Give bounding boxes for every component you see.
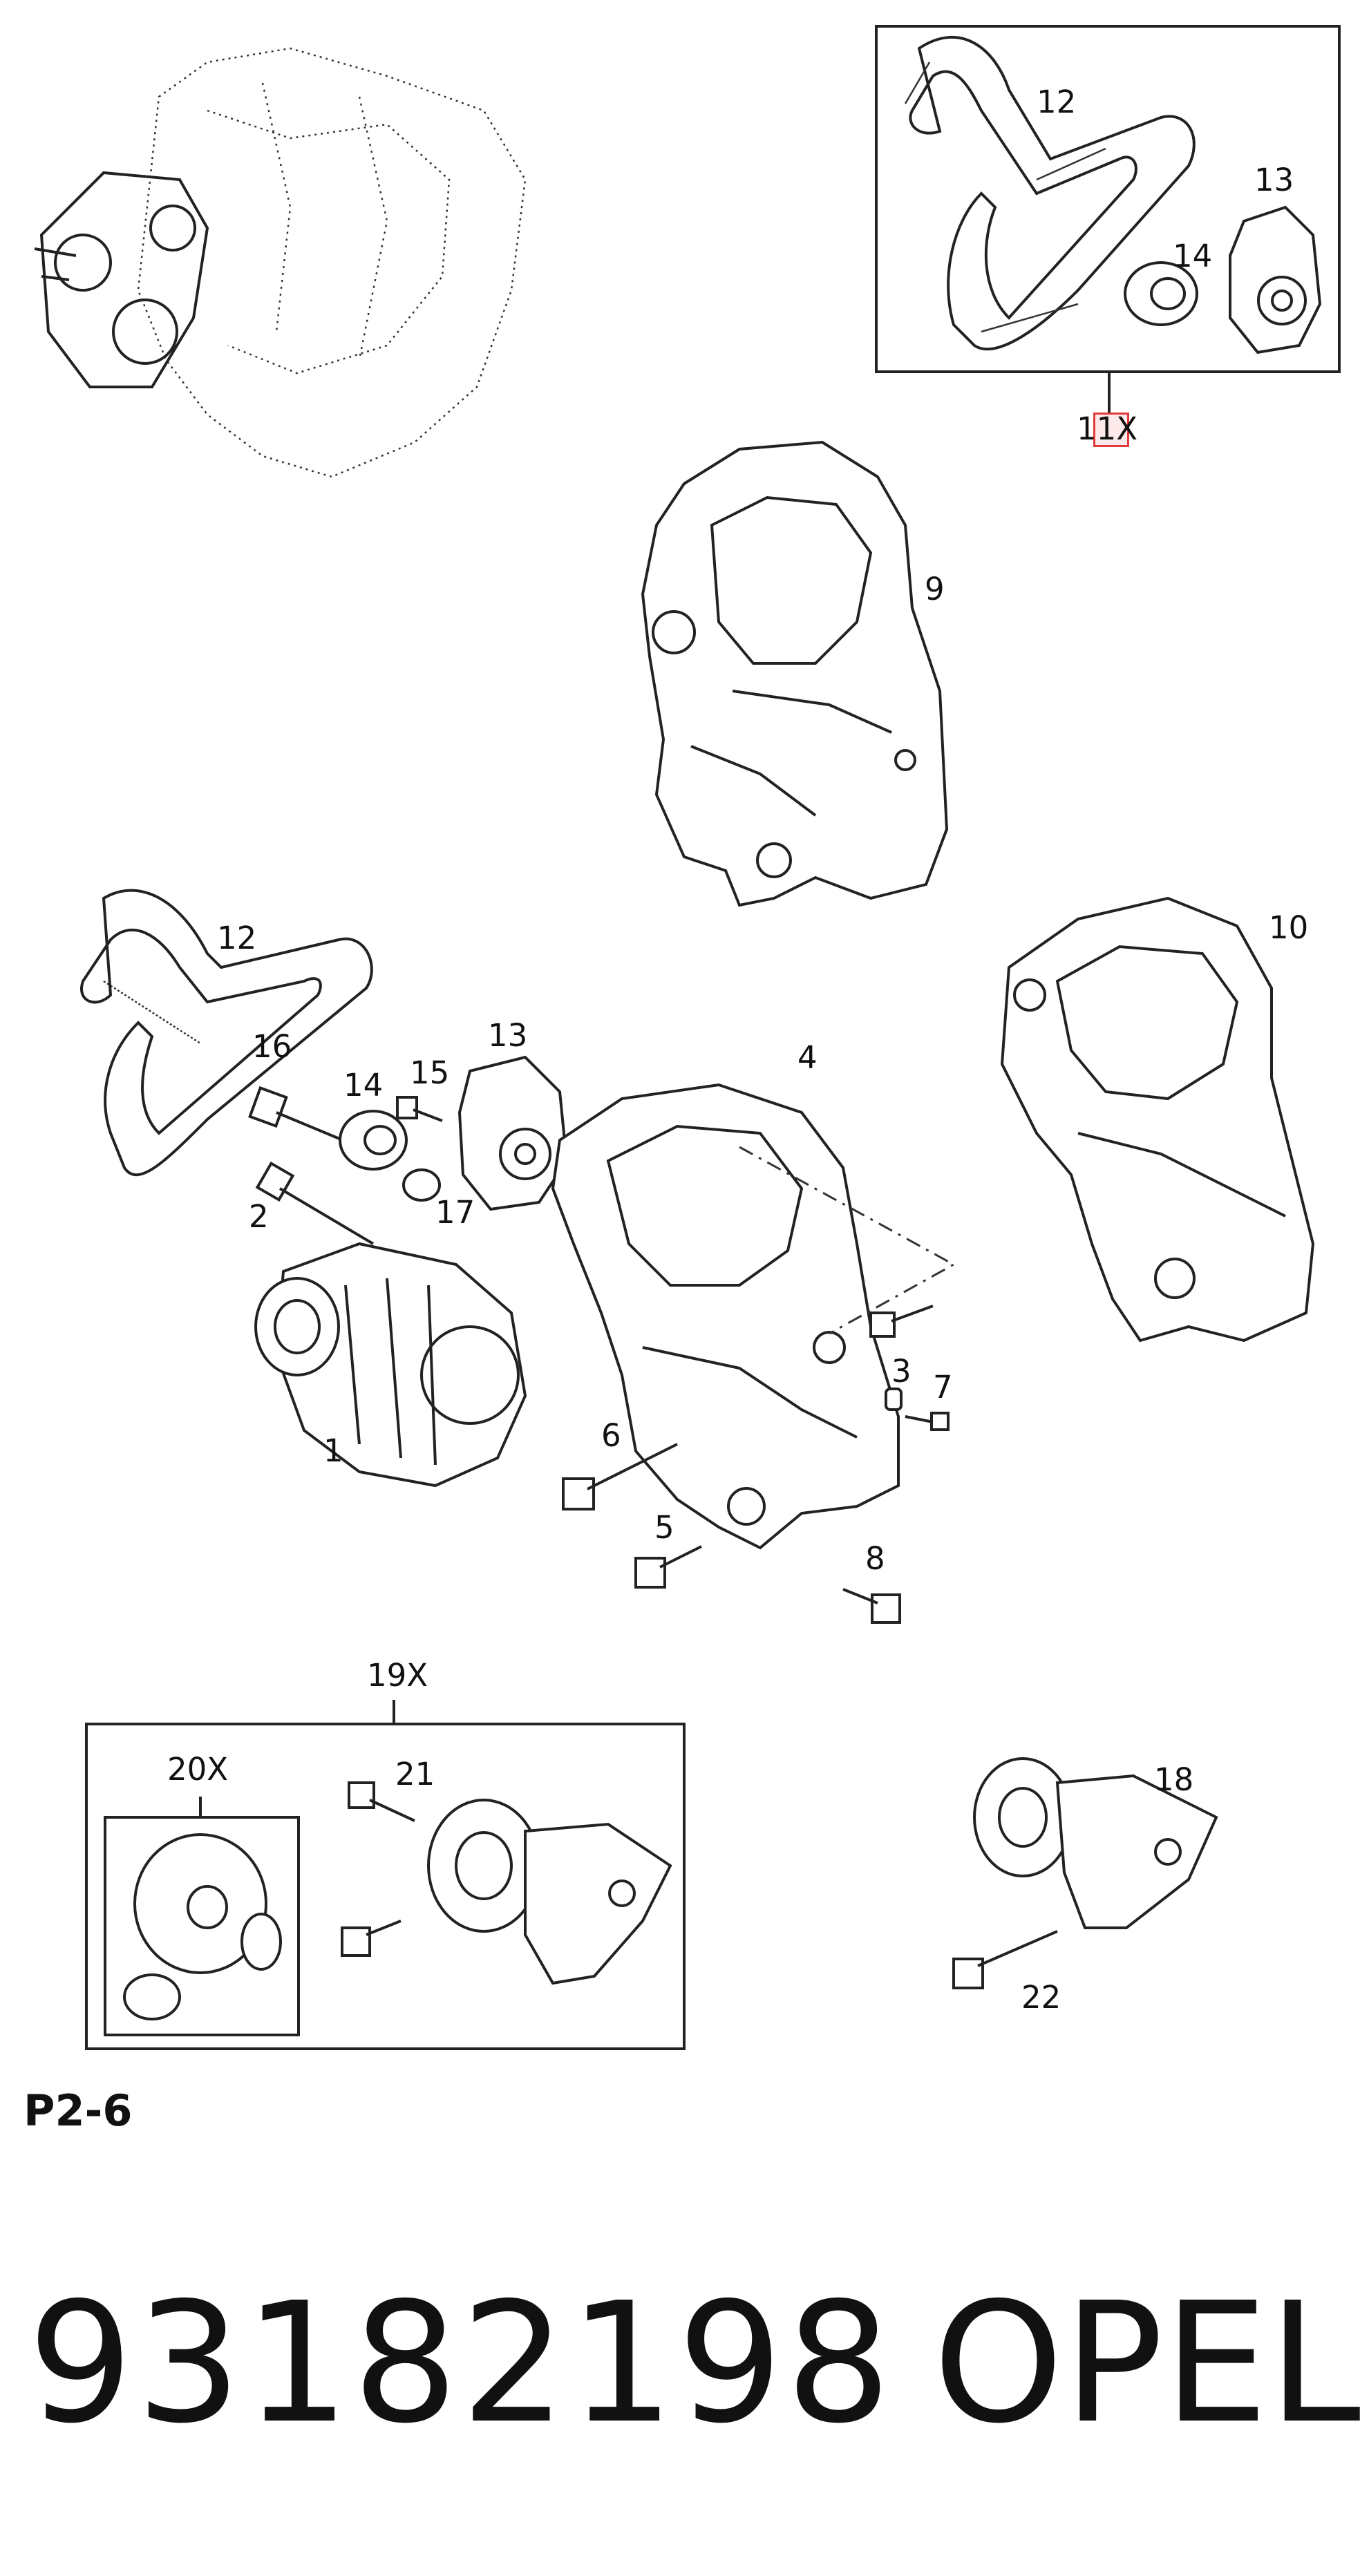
callout-8: 8 bbox=[865, 1540, 885, 1577]
kit-20x-frame bbox=[104, 1797, 300, 2036]
callout-14: 14 bbox=[343, 1067, 384, 1104]
alternator-1 bbox=[254, 1242, 527, 1488]
callout-3: 3 bbox=[891, 1353, 912, 1390]
callout-18: 18 bbox=[1154, 1761, 1194, 1798]
callout-17: 17 bbox=[435, 1194, 475, 1231]
bolt-15 bbox=[396, 1096, 443, 1122]
bolt-21 bbox=[348, 1781, 415, 1822]
callout-13-kit: 13 bbox=[1254, 162, 1294, 198]
callout-21: 21 bbox=[395, 1756, 435, 1792]
callout-13: 13 bbox=[488, 1017, 528, 1054]
kit-19x-frame bbox=[85, 1700, 686, 2050]
bracket-9 bbox=[641, 440, 949, 907]
bracket-4 bbox=[551, 1083, 956, 1550]
kit-belt-12 bbox=[904, 35, 1196, 351]
bolt-19-short bbox=[341, 1920, 402, 1957]
callout-6: 6 bbox=[601, 1417, 621, 1454]
page-reference: P2-6 bbox=[23, 2085, 133, 2136]
callout-10: 10 bbox=[1269, 909, 1309, 946]
belt-12 bbox=[80, 889, 373, 1177]
kit-11x-frame bbox=[875, 25, 1341, 415]
callout-5: 5 bbox=[654, 1509, 674, 1546]
bolt-top-right bbox=[869, 1305, 934, 1338]
part-number: 93182198 bbox=[28, 2266, 894, 2460]
bolt-8 bbox=[842, 1588, 901, 1624]
callout-9: 9 bbox=[925, 571, 945, 607]
spacer-17 bbox=[402, 1168, 441, 1202]
pulley-20x bbox=[123, 1833, 282, 2020]
tensioner-13 bbox=[457, 1055, 569, 1211]
brand-name: OPEL bbox=[933, 2266, 1360, 2460]
tensioner-18 bbox=[973, 1757, 1218, 1929]
engine-overview-illustration bbox=[34, 47, 527, 478]
kit-tensioner-13 bbox=[1229, 205, 1322, 354]
callout-2: 2 bbox=[249, 1198, 269, 1235]
callout-1: 1 bbox=[323, 1432, 343, 1469]
bolt-7 bbox=[905, 1412, 950, 1431]
callout-7: 7 bbox=[933, 1369, 953, 1405]
callout-4: 4 bbox=[797, 1039, 818, 1076]
kit-idler-14 bbox=[1124, 261, 1198, 326]
callout-12-kit: 12 bbox=[1037, 84, 1077, 120]
callout-11x: 11X bbox=[1077, 410, 1138, 447]
idler-14 bbox=[339, 1110, 408, 1171]
bolt-6 bbox=[562, 1443, 678, 1510]
callout-20x: 20X bbox=[167, 1751, 229, 1788]
bolt-2 bbox=[255, 1161, 375, 1245]
callout-14-kit: 14 bbox=[1173, 238, 1213, 274]
highlight-box-11x bbox=[1093, 413, 1129, 447]
callout-22: 22 bbox=[1021, 1979, 1061, 2016]
callout-19x: 19X bbox=[367, 1657, 428, 1694]
bolt-22 bbox=[952, 1930, 1058, 1989]
callout-15: 15 bbox=[410, 1054, 450, 1091]
bracket-10 bbox=[1000, 896, 1315, 1343]
callout-16: 16 bbox=[252, 1028, 292, 1065]
dowel-3 bbox=[885, 1388, 903, 1411]
callout-12: 12 bbox=[217, 920, 257, 956]
tensioner-assembly-19x bbox=[427, 1799, 672, 1985]
bolt-5 bbox=[634, 1545, 702, 1589]
